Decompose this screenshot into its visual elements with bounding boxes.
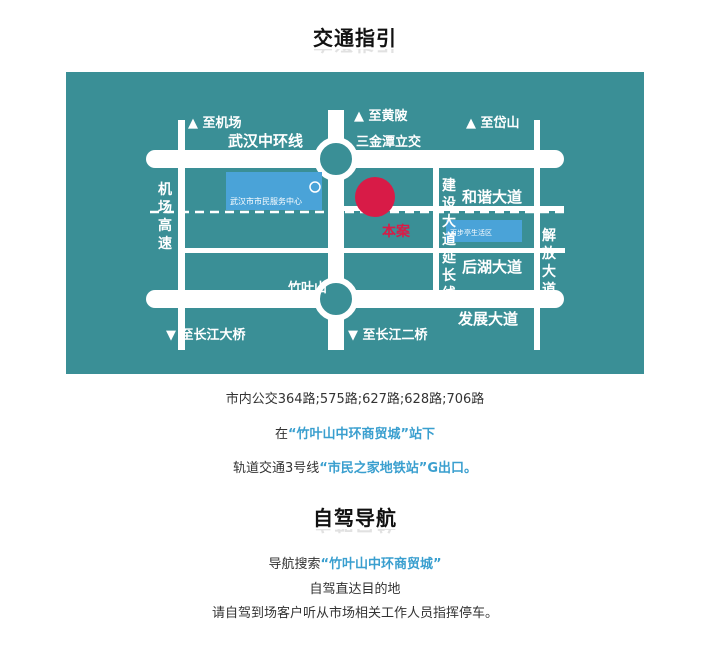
label-airport-highway-3: 高 xyxy=(158,217,172,234)
label-airport-highway-1: 机 xyxy=(158,181,172,198)
bus-routes: 市内公交364路;575路;627路;628路;706路 xyxy=(225,392,485,407)
roundabout-zhuyeshan xyxy=(314,277,358,321)
label-hexie: 和谐大道 xyxy=(462,188,522,206)
metro-exit: G出口。 xyxy=(427,461,478,476)
venue-marker xyxy=(355,177,395,217)
label-citizen-center: 武汉市市民服务中心 xyxy=(230,196,302,206)
label-jiefang-1: 解 xyxy=(542,227,556,244)
label-fazhan: 发展大道 xyxy=(457,310,518,328)
label-zhuyeshan: 竹叶山 xyxy=(287,280,327,296)
label-houhu: 后湖大道 xyxy=(462,258,522,276)
label-jiefang-3: 大 xyxy=(542,263,556,280)
baibu-box xyxy=(446,220,522,242)
parking-note: 请自驾到场客户听从市场相关工作人员指挥停车。 xyxy=(211,606,498,621)
label-jianshe-4: 道 xyxy=(442,231,456,248)
label-airport-highway-2: 场 xyxy=(158,200,172,216)
label-to-changjiang-bridge: ▼ 至长江大桥 xyxy=(166,327,247,343)
bus-stop-line: 在“竹叶山中环商贸城”站下 xyxy=(0,423,710,442)
nav-search-line: 导航搜索“竹叶山中环商贸城” xyxy=(0,553,710,572)
road-jiefang xyxy=(534,120,540,350)
bus-stop-name: “竹叶山中环商贸城” xyxy=(287,427,410,442)
label-to-changjiang-2: ▼ 至长江二桥 xyxy=(348,327,429,343)
section-title-traffic-reflection: 交通指引 xyxy=(0,49,710,59)
label-jianshe-2: 设 xyxy=(442,196,457,212)
label-jiefang-4: 道 xyxy=(542,281,556,298)
bus-stop-prefix: 在 xyxy=(274,427,288,442)
label-ring-road: 武汉中环线 xyxy=(228,132,303,150)
map-graphic: ▲ 至机场 ▲ 至黄陂 ▲ 至岱山 武汉中环线 三金潭立交 竹叶山 ▼ 至长江大… xyxy=(146,108,566,350)
road-west-vertical xyxy=(178,120,185,350)
metro-station: “市民之家地铁站” xyxy=(319,461,428,476)
section-title-traffic: 交通指引 xyxy=(313,26,397,50)
nav-prefix: 导航搜索 xyxy=(268,557,321,572)
label-to-daishan: ▲ 至岱山 xyxy=(466,115,520,131)
label-to-huangpi: ▲ 至黄陂 xyxy=(354,108,409,124)
drive-direct-line: 自驾直达目的地 xyxy=(309,582,401,597)
citizen-center-box xyxy=(226,172,322,210)
label-jianshe-5: 延 xyxy=(441,249,457,266)
roundabout-sanjintan xyxy=(314,137,358,181)
metro-prefix: 轨道交通3号线 xyxy=(232,461,320,476)
road-jianshe xyxy=(433,168,439,292)
nav-destination: “竹叶山中环商贸城” xyxy=(320,557,442,572)
bus-stop-suffix: 站下 xyxy=(409,427,436,442)
label-airport-highway-4: 速 xyxy=(158,235,172,252)
label-jianshe-3: 大 xyxy=(442,213,456,230)
label-jianshe-1: 建 xyxy=(442,177,456,194)
section-title-drive: 自驾导航 xyxy=(313,506,397,530)
road-houhu xyxy=(185,248,565,253)
label-baibu: 百步亭生活区 xyxy=(450,228,492,237)
road-hexie xyxy=(344,206,564,211)
label-jianshe-7: 线 xyxy=(442,285,456,302)
metro-line: 轨道交通3号线“市民之家地铁站”G出口。 xyxy=(0,457,710,476)
label-sanjintan: 三金潭立交 xyxy=(356,134,421,150)
label-jiefang-2: 放 xyxy=(541,245,557,262)
label-to-airport: ▲ 至机场 xyxy=(188,115,242,131)
section-title-drive-reflection: 自驾导航 xyxy=(0,529,710,539)
metro-circle-icon xyxy=(309,181,321,193)
label-jianshe-6: 长 xyxy=(442,267,457,284)
label-venue: 本案 xyxy=(382,223,411,240)
location-map: ▲ 至机场 ▲ 至黄陂 ▲ 至岱山 武汉中环线 三金潭立交 竹叶山 ▼ 至长江大… xyxy=(66,72,644,374)
